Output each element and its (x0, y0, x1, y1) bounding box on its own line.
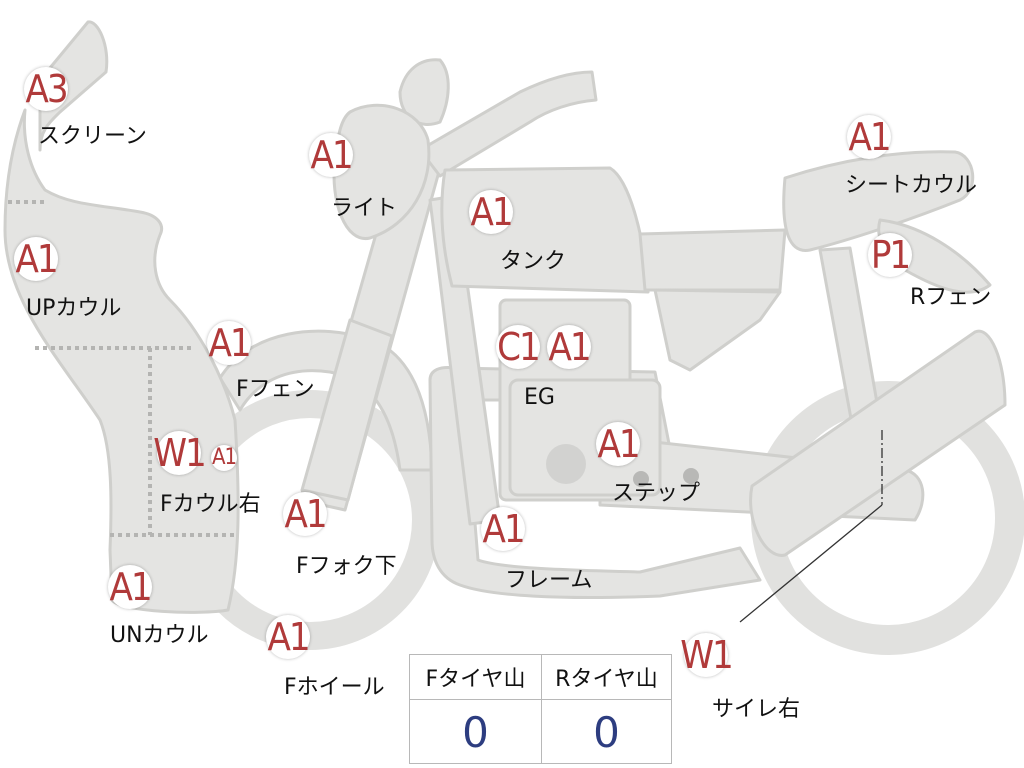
screen-shape (38, 20, 109, 152)
silencer-shape (749, 329, 1007, 557)
screen-label: スクリーン (38, 124, 147, 149)
f-cowl-right-small-badge[interactable]: A1 (211, 445, 237, 471)
tank-code-badge[interactable]: A1 (469, 190, 514, 234)
f-fender-code-badge[interactable]: A1 (207, 321, 252, 365)
screen-code-badge[interactable]: A3 (24, 67, 69, 111)
engine-label: EG (524, 385, 555, 410)
un-cowl-code-badge[interactable]: A1 (108, 565, 153, 609)
r-fender-code-badge[interactable]: P1 (868, 233, 912, 277)
engine-code-badge-1[interactable]: C1 (496, 325, 541, 369)
f-cowl-right-code-badge[interactable]: W1 (153, 431, 207, 475)
seat-cowl-label: シートカウル (845, 173, 978, 198)
step-peg-right (683, 468, 699, 484)
f-fender-label: Fフェン (236, 377, 315, 402)
silencer-leader-line (739, 504, 883, 623)
frame-label: フレーム (505, 568, 593, 593)
rear-tire-column: Rタイヤ山 0 (541, 655, 672, 763)
rear-tire-value[interactable]: 0 (593, 707, 620, 757)
f-cowl-right-label: Fカウル右 (160, 492, 261, 517)
f-fork-lower-code-badge[interactable]: A1 (283, 492, 328, 536)
engine-case-circle (546, 444, 586, 484)
tire-tread-table: Fタイヤ山 0 Rタイヤ山 0 (409, 654, 672, 764)
engine-code-badge-2[interactable]: A1 (547, 325, 592, 369)
seat-shape (638, 228, 787, 292)
step-code-badge[interactable]: A1 (596, 422, 641, 466)
step-peg-left (633, 471, 649, 487)
un-cowl-label: UNカウル (110, 623, 209, 648)
rear-tire-header: Rタイヤ山 (541, 655, 672, 700)
handlebar-shape (418, 70, 598, 178)
fork-lower-shape (300, 318, 394, 502)
silencer-right-label: サイレ右 (712, 697, 801, 722)
front-tire-value[interactable]: 0 (462, 707, 489, 757)
f-wheel-code-badge[interactable]: A1 (266, 615, 311, 659)
front-tire-column: Fタイヤ山 0 (410, 655, 542, 763)
seat-under-shape (653, 288, 782, 372)
frame-code-badge[interactable]: A1 (481, 507, 526, 551)
seat-cowl-code-badge[interactable]: A1 (847, 115, 892, 159)
light-code-badge[interactable]: A1 (309, 133, 354, 177)
fairing-shape (3, 108, 240, 614)
up-cowl-code-badge[interactable]: A1 (14, 237, 59, 281)
front-tire-header: Fタイヤ山 (410, 655, 541, 700)
step-label: ステップ (612, 481, 701, 506)
up-cowl-label: UPカウル (26, 296, 122, 321)
light-label: ライト (331, 196, 398, 221)
f-fork-lower-label: Fフォク下 (296, 554, 397, 579)
tank-label: タンク (500, 249, 567, 274)
silencer-right-code-badge[interactable]: W1 (680, 633, 734, 677)
f-wheel-label: Fホイール (284, 675, 385, 700)
r-fender-label: Rフェン (910, 285, 992, 310)
